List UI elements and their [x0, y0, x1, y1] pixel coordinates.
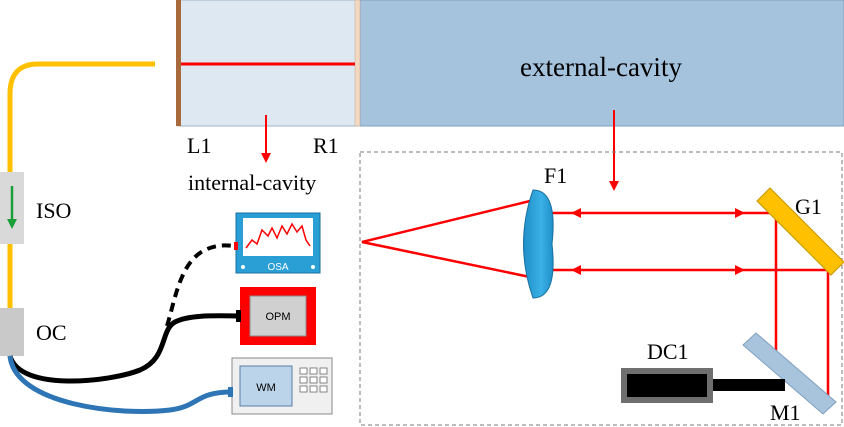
wm-instrument: WM	[228, 357, 333, 415]
internal-cavity-label: internal-cavity	[188, 170, 316, 195]
g1-label: G1	[795, 194, 822, 219]
m1-mirror	[742, 332, 837, 415]
r1-facet	[354, 0, 361, 127]
osa-spectrum-trace	[245, 222, 311, 249]
external-cavity-detail-box	[359, 151, 843, 426]
dc1-actuator	[621, 368, 785, 403]
oc-box	[0, 308, 24, 356]
opm-port	[236, 310, 241, 322]
black-fiber-opm	[7, 313, 244, 384]
osa-port	[234, 242, 238, 250]
f1-lens	[523, 189, 554, 299]
wm-screen	[239, 365, 293, 407]
osa-knob-right	[311, 265, 315, 269]
oc-label: OC	[36, 320, 67, 345]
iso-label: ISO	[36, 198, 71, 223]
blue-fiber-wm	[7, 355, 233, 414]
l1-label: L1	[187, 133, 211, 158]
beam-cone	[361, 199, 531, 279]
g1-grating	[756, 187, 844, 276]
opm-instrument: OPM	[236, 287, 316, 345]
opm-inner	[249, 295, 307, 337]
f1-label: F1	[544, 163, 567, 188]
l1-facet	[176, 0, 181, 126]
external-cavity-block	[359, 0, 844, 127]
opm-label: OPM	[265, 311, 290, 323]
wm-label: WM	[256, 382, 276, 394]
m1-label: M1	[770, 400, 801, 425]
external-cavity-label: external-cavity	[520, 52, 682, 82]
dc1-label: DC1	[647, 339, 689, 364]
dashed-fiber-osa	[165, 243, 237, 327]
wm-port	[228, 387, 233, 397]
dc1-rod	[713, 379, 785, 391]
r1-label: R1	[313, 133, 339, 158]
osa-label: OSA	[267, 262, 288, 273]
yellow-fiber	[7, 61, 155, 308]
dc1-body	[627, 374, 707, 397]
osa-instrument: OSA	[234, 212, 321, 274]
wm-keypad	[299, 367, 328, 393]
osa-knob-left	[241, 265, 245, 269]
